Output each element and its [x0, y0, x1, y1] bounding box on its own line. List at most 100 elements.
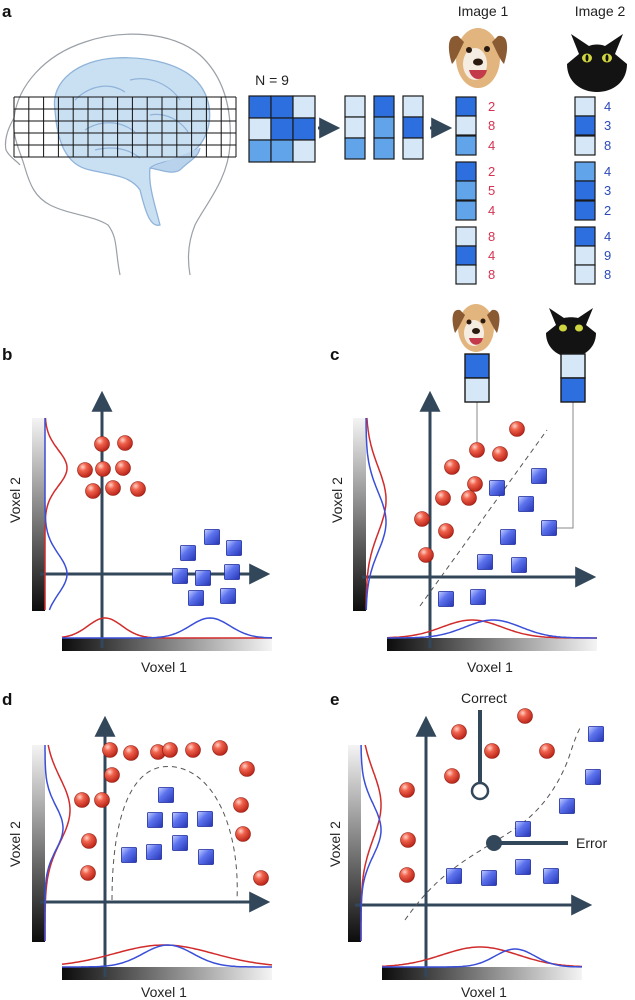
- panel-d-label: d: [2, 690, 12, 709]
- blue-distribution-voxel1: [62, 617, 272, 639]
- blue-square-point: [470, 589, 486, 605]
- voxel-cell: [574, 161, 596, 182]
- blue-square-point: [146, 844, 162, 860]
- blue-square-point: [172, 568, 188, 584]
- voxel-column-vectors: [344, 95, 424, 160]
- voxel-value: 8: [488, 118, 495, 133]
- red-ball-point: [438, 523, 454, 539]
- voxel-cell: [574, 135, 596, 156]
- blue-square-point: [121, 847, 137, 863]
- voxel-cell: [248, 117, 272, 141]
- x-axis-label: Voxel 1: [467, 659, 513, 675]
- panel-e-label: e: [330, 690, 339, 709]
- voxel-value: 2: [488, 99, 495, 114]
- y-axis-label: Voxel 2: [7, 477, 23, 523]
- voxel-cell: [344, 116, 366, 139]
- decision-boundary: [404, 727, 581, 921]
- blue-square-point: [147, 812, 163, 828]
- connector-line: [549, 400, 574, 529]
- panel-c-label: c: [330, 345, 339, 364]
- blue-square-point: [559, 798, 575, 814]
- voxel-grid: [13, 96, 237, 158]
- blue-square-point: [585, 769, 601, 785]
- blue-square-point: [204, 529, 220, 545]
- data-points: [414, 421, 557, 607]
- panel-a: a N = 9 Image 1 Image 2: [2, 2, 627, 285]
- blue-square-point: [220, 588, 236, 604]
- image1-title: Image 1: [458, 3, 509, 19]
- blue-square-point: [518, 496, 534, 512]
- red-ball-point: [444, 459, 460, 475]
- blue-square-point: [158, 787, 174, 803]
- red-ball-point: [212, 740, 228, 756]
- voxel1-colorbar: [62, 638, 272, 651]
- voxel-cell: [574, 245, 596, 266]
- voxel-cell: [574, 200, 596, 221]
- blue-distribution-voxel2: [44, 418, 68, 611]
- red-ball-point: [102, 742, 118, 758]
- y-axis-label: Voxel 2: [327, 821, 343, 867]
- red-ball-point: [492, 446, 508, 462]
- example-voxel-vectors: [464, 353, 586, 403]
- red-ball-point: [444, 768, 460, 784]
- red-distribution-voxel1: [61, 944, 273, 966]
- voxel-cell: [574, 180, 596, 201]
- voxel-cell: [455, 264, 477, 285]
- blue-square-point: [481, 870, 497, 886]
- red-ball-point: [85, 483, 101, 499]
- voxel-cell: [292, 117, 316, 141]
- red-ball-point: [115, 460, 131, 476]
- red-ball-point: [451, 724, 467, 740]
- red-ball-point: [233, 797, 249, 813]
- error-label: Error: [576, 835, 607, 851]
- red-ball-point: [105, 480, 121, 496]
- voxel-value: 9: [604, 248, 611, 263]
- voxel-cell: [574, 115, 596, 136]
- voxel-cell: [455, 180, 477, 201]
- voxel-cell: [455, 161, 477, 182]
- blue-square-point: [588, 726, 604, 742]
- voxel-cell: [574, 264, 596, 285]
- red-ball-point: [94, 792, 110, 808]
- n-voxels-label: N = 9: [255, 72, 289, 88]
- red-ball-point: [130, 481, 146, 497]
- voxel-value: 3: [604, 118, 611, 133]
- voxel-cell: [270, 139, 294, 163]
- voxel-value: 5: [488, 183, 495, 198]
- blue-distribution-voxel2: [365, 417, 387, 610]
- blue-square-point: [198, 849, 214, 865]
- red-ball-point: [461, 490, 477, 506]
- voxel-value: 8: [488, 229, 495, 244]
- blue-square-point: [515, 821, 531, 837]
- blue-square-point: [195, 570, 211, 586]
- red-ball-point: [104, 767, 120, 783]
- voxel-cell: [574, 226, 596, 247]
- black-cat-face-icon: [567, 34, 627, 92]
- red-distribution-voxel2: [365, 417, 387, 610]
- red-ball-point: [95, 461, 111, 477]
- voxel-cell: [455, 96, 477, 117]
- blue-square-point: [446, 868, 462, 884]
- red-ball-point: [77, 462, 93, 478]
- blue-square-point: [172, 812, 188, 828]
- red-ball-point: [235, 826, 251, 842]
- voxel-cell: [560, 353, 586, 379]
- blue-distribution-voxel2: [44, 745, 64, 941]
- red-ball-point: [509, 421, 525, 437]
- voxel-cell: [464, 353, 490, 379]
- blue-square-point: [438, 591, 454, 607]
- voxel-value: 8: [604, 138, 611, 153]
- red-ball-point: [80, 865, 96, 881]
- voxel-cell: [344, 137, 366, 160]
- voxel-cell: [455, 135, 477, 156]
- panel-d: d Voxel 1 Voxel 2: [2, 690, 273, 1000]
- voxel-value: 4: [488, 248, 495, 263]
- red-ball-point: [399, 782, 415, 798]
- voxel-cell: [373, 137, 395, 160]
- voxel-cell: [455, 200, 477, 221]
- red-distribution-voxel2: [44, 417, 68, 610]
- dog-face-icon: [448, 28, 508, 88]
- voxel-3x3-grid: [248, 95, 316, 163]
- voxel2-colorbar: [348, 745, 361, 942]
